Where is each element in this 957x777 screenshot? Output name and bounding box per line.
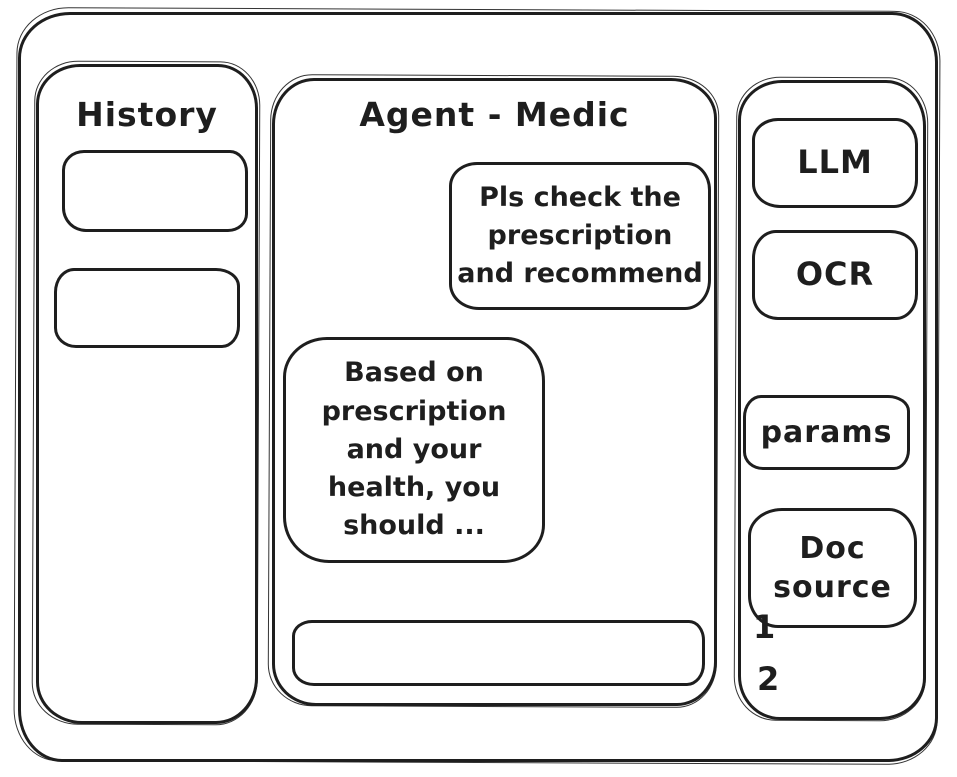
tools-sidebar: LLM OCR params Doc source 1 2	[738, 80, 926, 720]
history-sidebar: History	[36, 64, 258, 724]
history-title: History	[76, 95, 218, 134]
assistant-message-bubble: Based on prescription and your health, y…	[283, 337, 545, 563]
message-input[interactable]	[292, 620, 705, 686]
history-item[interactable]	[54, 268, 240, 348]
doc-source-button[interactable]: Doc source	[748, 508, 917, 628]
ocr-button[interactable]: OCR	[752, 230, 918, 320]
doc-source-item-1[interactable]: 1	[753, 608, 776, 646]
chat-panel: Agent - Medic Pls check the prescription…	[272, 78, 717, 706]
history-item[interactable]	[62, 150, 248, 232]
llm-button[interactable]: LLM	[752, 118, 918, 208]
params-button[interactable]: params	[743, 395, 910, 470]
doc-source-item-2[interactable]: 2	[757, 660, 780, 698]
chat-title: Agent - Medic	[359, 95, 630, 134]
app-window: History Agent - Medic Pls check the pres…	[18, 12, 938, 762]
user-message-bubble: Pls check the prescription and recommend	[449, 162, 711, 310]
